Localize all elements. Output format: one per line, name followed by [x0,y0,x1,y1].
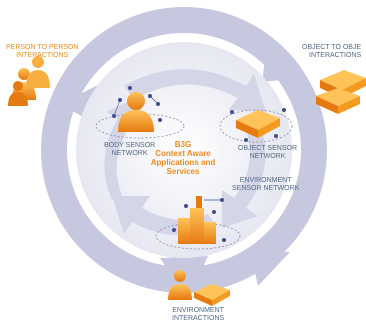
center-title-line1: B3G [174,140,192,149]
body-sensor-network-label: BODY SENSOR NETWORK [104,142,155,158]
environment-sensor-label-line2: SENSOR NETWORK [232,185,300,192]
inner-arrow-top [124,69,266,112]
object-to-object-label-line1: OBJECT TO OBJE [302,44,362,51]
object-sensor-network-label: OBJECT SENSOR NETWORK [238,145,297,161]
object-to-object-label-line2: INTERACTIONS [309,52,362,59]
center-title-line2: Context Aware [155,149,211,158]
body-sensor-label-line1: BODY SENSOR [104,142,156,149]
environment-interactions-label-line2: INTERACTIONS [172,315,225,322]
environment-sensor-label-line1: ENVIRONMENT [239,177,292,184]
inner-arrow-right [222,124,266,228]
environment-sensor-network-figure [155,196,241,250]
center-title: B3G Context Aware Applications and Servi… [138,140,228,176]
center-title-line3: Applications and [150,158,216,167]
object-sensor-network-figure [219,108,293,143]
person-to-person-label: PERSON TO PERSON INTERACTIONS [6,44,78,60]
object-sensor-label-line2: NETWORK [249,153,286,160]
person-to-person-figure [8,56,50,106]
environment-interactions-figure [168,270,230,306]
body-sensor-label-line2: NETWORK [111,150,148,157]
environment-interactions-label-line1: ENVIRONMENT [172,307,224,314]
body-sensor-network-figure [95,86,185,139]
person-to-person-label-line2: INTERACTIONS [16,52,69,59]
object-to-object-figure [316,70,366,114]
center-title-line4: Services [166,167,200,176]
object-sensor-label-line1: OBJECT SENSOR [238,145,297,152]
environment-interactions-label: ENVIRONMENT INTERACTIONS [172,307,224,323]
environment-sensor-network-label: ENVIRONMENT SENSOR NETWORK [232,177,299,193]
person-to-person-label-line1: PERSON TO PERSON [6,44,79,51]
outer-arrow-right [250,250,290,286]
object-to-object-label: OBJECT TO OBJE INTERACTIONS [302,44,361,60]
outer-arrow-top-right [262,38,300,82]
